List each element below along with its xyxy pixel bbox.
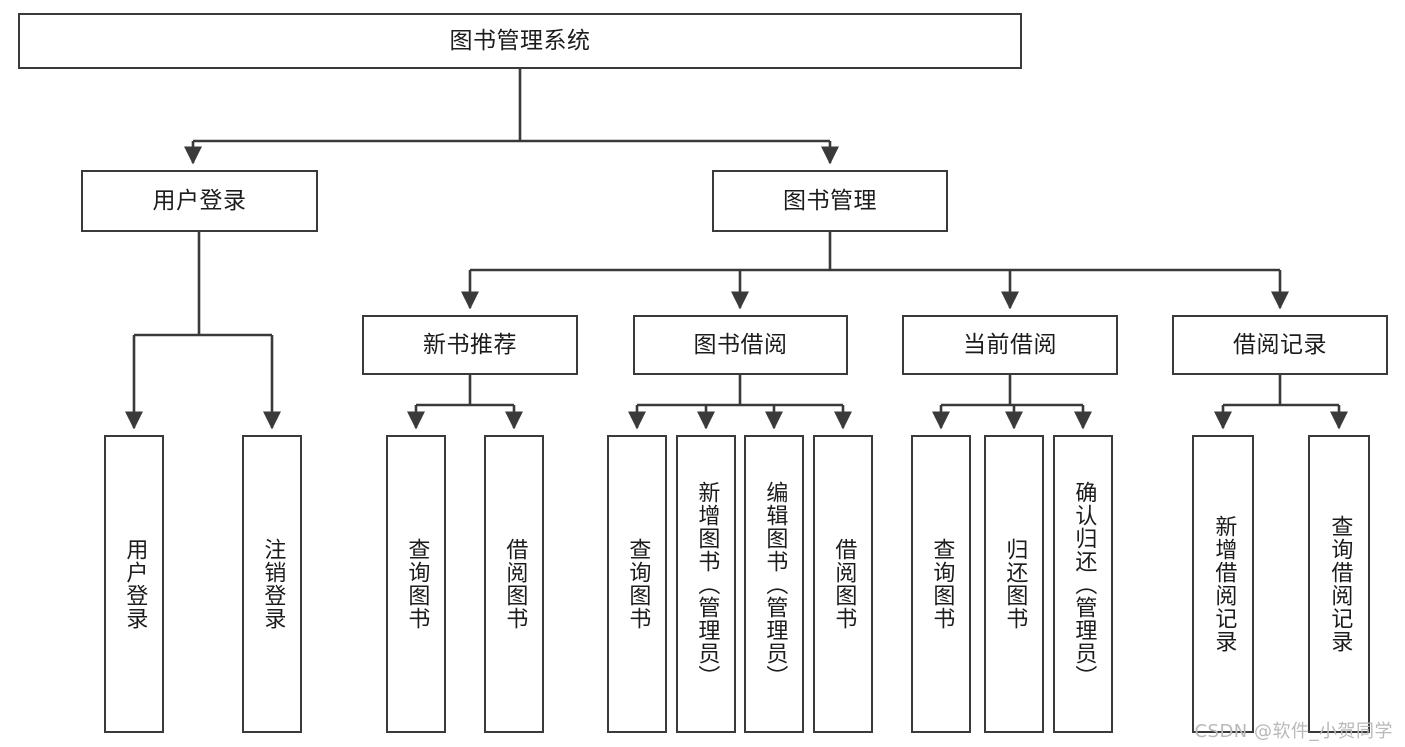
node-current-borrow[interactable]: 当前借阅 (902, 315, 1118, 375)
leaf-edit-book[interactable]: 编辑图书（管理员） (744, 435, 804, 733)
node-book-manage[interactable]: 图书管理 (712, 170, 948, 232)
node-book-manage-label: 图书管理 (783, 187, 877, 214)
leaf-query-record-label: 查询借阅记录 (1327, 515, 1353, 653)
node-current-borrow-label: 当前借阅 (963, 331, 1057, 358)
leaf-confirm-return-label: 确认归还（管理员） (1071, 480, 1097, 688)
node-borrow-record[interactable]: 借阅记录 (1172, 315, 1388, 375)
node-book-borrow[interactable]: 图书借阅 (633, 315, 848, 375)
leaf-confirm-return[interactable]: 确认归还（管理员） (1053, 435, 1113, 733)
leaf-borrow-book-2-label: 借阅图书 (831, 538, 857, 630)
leaf-query-book-1[interactable]: 查询图书 (386, 435, 446, 733)
leaf-add-record[interactable]: 新增借阅记录 (1192, 435, 1254, 733)
leaf-add-record-label: 新增借阅记录 (1211, 515, 1237, 653)
node-new-book-recommend-label: 新书推荐 (423, 331, 517, 358)
leaf-query-book-1-label: 查询图书 (404, 538, 430, 630)
leaf-borrow-book-2[interactable]: 借阅图书 (813, 435, 873, 733)
leaf-return-book[interactable]: 归还图书 (984, 435, 1044, 733)
leaf-query-book-2-label: 查询图书 (625, 538, 651, 630)
leaf-query-book-3[interactable]: 查询图书 (911, 435, 971, 733)
node-new-book-recommend[interactable]: 新书推荐 (362, 315, 578, 375)
node-root-label: 图书管理系统 (449, 27, 591, 54)
node-root[interactable]: 图书管理系统 (18, 13, 1022, 69)
leaf-borrow-book-1[interactable]: 借阅图书 (484, 435, 544, 733)
leaf-query-record[interactable]: 查询借阅记录 (1308, 435, 1370, 733)
leaf-logout-login-label: 注销登录 (260, 538, 286, 630)
leaf-user-login[interactable]: 用户登录 (104, 435, 164, 733)
node-user-login-label: 用户登录 (152, 187, 247, 214)
leaf-return-book-label: 归还图书 (1002, 538, 1028, 630)
leaf-edit-book-label: 编辑图书（管理员） (762, 480, 788, 688)
leaf-logout-login[interactable]: 注销登录 (242, 435, 302, 733)
node-user-login[interactable]: 用户登录 (81, 170, 318, 232)
node-book-borrow-label: 图书借阅 (693, 331, 788, 358)
leaf-query-book-3-label: 查询图书 (929, 538, 955, 630)
leaf-user-login-label: 用户登录 (122, 538, 148, 630)
leaf-query-book-2[interactable]: 查询图书 (607, 435, 667, 733)
leaf-borrow-book-1-label: 借阅图书 (502, 538, 528, 630)
node-borrow-record-label: 借阅记录 (1233, 331, 1327, 358)
leaf-add-book[interactable]: 新增图书（管理员） (676, 435, 736, 733)
leaf-add-book-label: 新增图书（管理员） (694, 480, 720, 688)
